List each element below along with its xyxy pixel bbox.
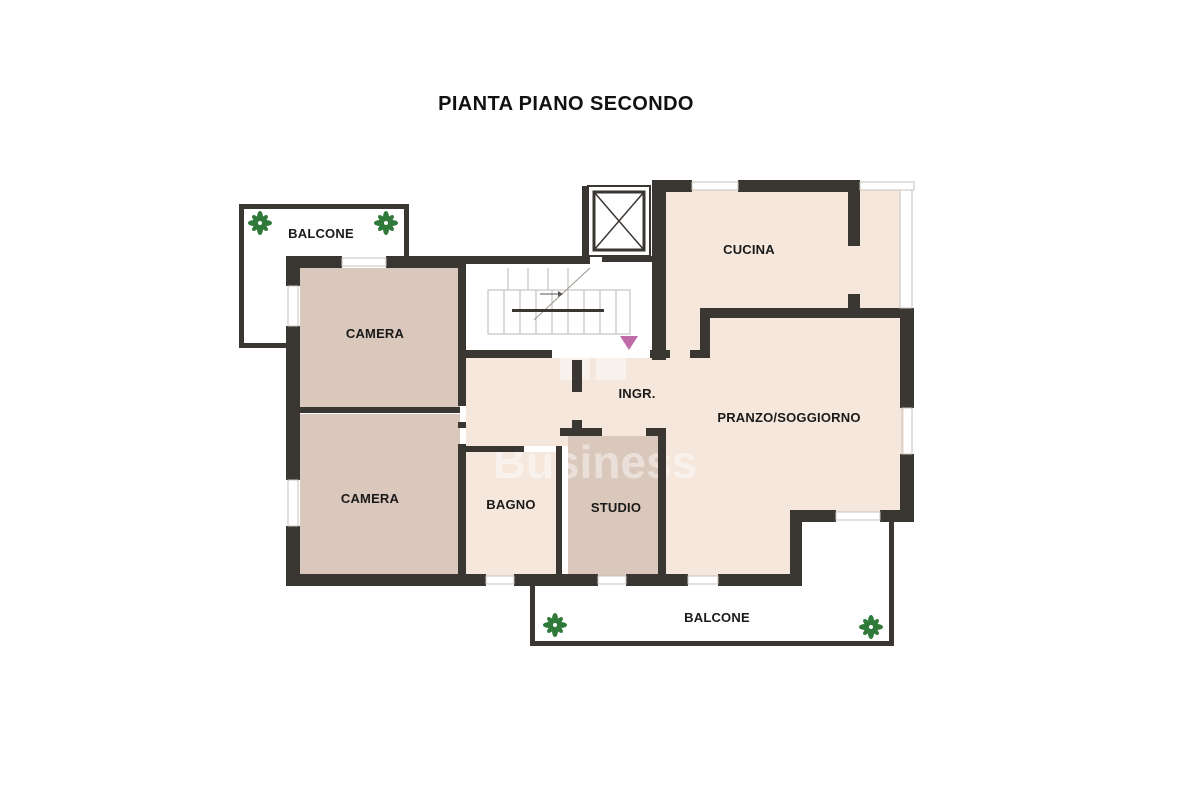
plant-icon — [543, 613, 567, 637]
window — [901, 407, 913, 455]
wall — [646, 428, 666, 436]
plant-icon — [859, 615, 883, 639]
room-label-pranzo-soggiorno: PRANZO/SOGGIORNO — [717, 410, 860, 425]
room-label-camera-2: CAMERA — [341, 491, 400, 506]
camera-1-floor — [300, 268, 460, 408]
window — [341, 257, 387, 267]
wall — [562, 574, 598, 586]
wall — [652, 180, 692, 192]
window — [899, 189, 913, 309]
walls — [239, 180, 914, 646]
wall — [900, 308, 914, 408]
room-labels: BALCONE CAMERA CAMERA CUCINA INGR. PRANZ… — [288, 226, 860, 625]
wall — [458, 256, 590, 264]
wall — [530, 641, 894, 646]
watermark-text: Business — [493, 436, 698, 488]
window — [835, 511, 881, 521]
bagno-floor — [466, 452, 558, 576]
wall — [690, 350, 710, 358]
window — [287, 479, 299, 527]
wall — [404, 204, 409, 262]
wall — [560, 428, 602, 436]
plants — [248, 211, 883, 639]
wall — [652, 180, 666, 360]
room-label-balcone-bottom: BALCONE — [684, 610, 750, 625]
wall — [286, 326, 300, 480]
wall — [790, 510, 802, 586]
wall — [462, 446, 524, 452]
window — [687, 575, 719, 585]
wall — [530, 584, 535, 646]
pranzo-soggiorno-floor — [664, 308, 904, 576]
wall — [700, 308, 710, 358]
window — [691, 181, 739, 191]
room-label-studio: STUDIO — [591, 500, 641, 515]
wall — [848, 294, 860, 310]
wall — [700, 308, 914, 318]
wall — [239, 204, 244, 348]
wall — [718, 574, 802, 586]
window — [597, 575, 627, 585]
wall — [658, 428, 666, 586]
wall — [626, 574, 688, 586]
wall — [239, 343, 289, 348]
wall — [458, 422, 466, 428]
camera-2-floor — [300, 414, 460, 576]
wall — [880, 510, 914, 522]
wall — [889, 520, 894, 646]
room-label-ingresso: INGR. — [618, 386, 655, 401]
wall — [602, 256, 652, 262]
stair-handrail — [512, 309, 604, 312]
entry-arrow-icon — [620, 336, 638, 350]
wall — [300, 407, 460, 413]
plant-icon — [248, 211, 272, 235]
wall — [582, 186, 588, 258]
wall — [286, 574, 486, 586]
balcone-bottom-floor — [534, 580, 890, 642]
windows — [287, 181, 915, 585]
elevator-icon — [587, 185, 651, 257]
cucina-floor — [664, 190, 900, 308]
wall — [848, 180, 860, 246]
wall — [572, 360, 582, 392]
wall — [386, 256, 466, 268]
room-label-bagno: BAGNO — [486, 497, 535, 512]
window — [485, 575, 515, 585]
wall — [286, 526, 300, 584]
plant-icon — [374, 211, 398, 235]
room-label-camera-1: CAMERA — [346, 326, 405, 341]
room-label-cucina: CUCINA — [723, 242, 775, 257]
wall — [239, 204, 409, 209]
wall — [458, 444, 466, 584]
wall — [556, 446, 562, 586]
wall — [900, 454, 914, 522]
wall — [286, 256, 342, 268]
window — [287, 285, 299, 327]
studio-floor — [568, 436, 658, 576]
wall — [738, 180, 860, 192]
wall — [458, 256, 466, 406]
watermark-logo-block — [596, 350, 626, 380]
window — [859, 181, 915, 191]
page-title: PIANTA PIANO SECONDO — [438, 93, 694, 115]
wall — [462, 350, 552, 358]
room-label-balcone-top: BALCONE — [288, 226, 354, 241]
